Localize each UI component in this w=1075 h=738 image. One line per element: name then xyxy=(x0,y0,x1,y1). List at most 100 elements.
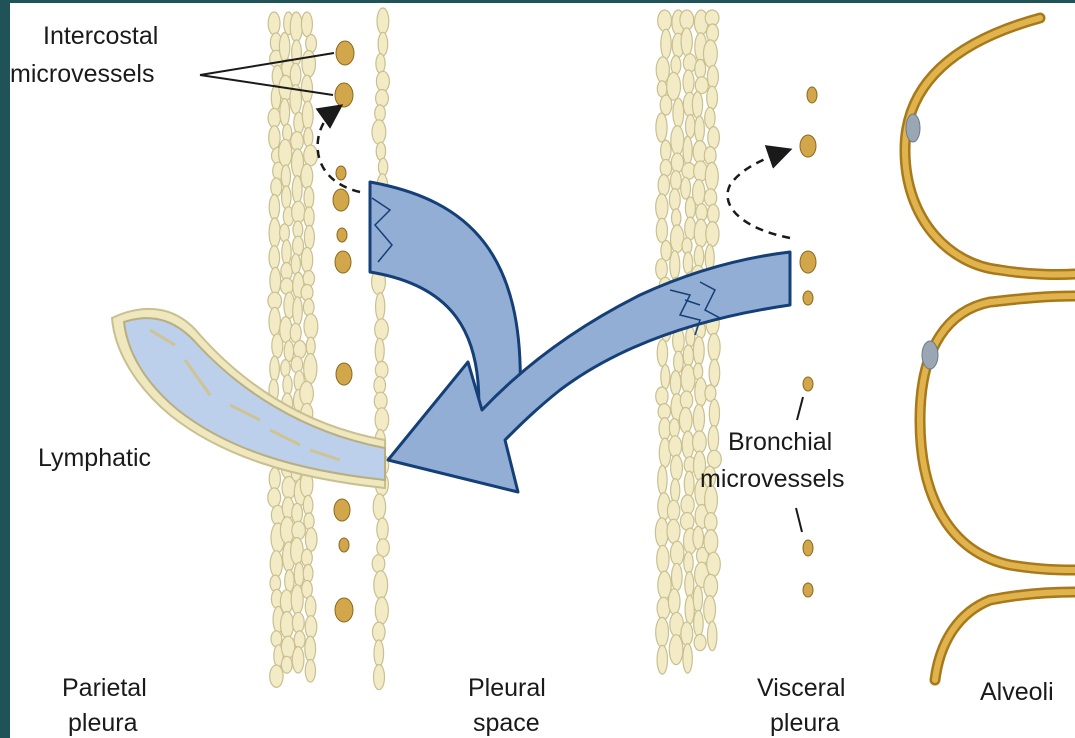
microvessel xyxy=(333,189,349,211)
pleura-cell xyxy=(669,635,683,665)
pleura-cell xyxy=(375,361,388,378)
pleura-cell xyxy=(302,549,313,566)
pleura-cell xyxy=(290,323,301,342)
pleura-cell xyxy=(679,407,692,433)
pleura-cell xyxy=(304,145,318,166)
pleura-cell xyxy=(667,72,681,100)
pleura-cell xyxy=(305,528,317,551)
pleura-cell xyxy=(300,381,314,405)
pleura-cell xyxy=(706,222,719,247)
pleura-cell xyxy=(693,586,702,613)
pleura-cell xyxy=(656,218,667,242)
pleura-cell xyxy=(658,175,669,196)
pleura-cell xyxy=(374,640,384,667)
microvessel xyxy=(803,583,813,597)
pleura-cell xyxy=(372,555,385,573)
pleura-cell xyxy=(680,513,694,531)
pleura-cell xyxy=(693,526,704,549)
pleura-cell xyxy=(671,56,681,75)
pleura-cell xyxy=(707,86,718,109)
pleura-cell xyxy=(268,108,280,127)
pleura-cell xyxy=(268,488,281,507)
pleura-cell xyxy=(293,297,303,326)
pleura-cell xyxy=(302,101,313,129)
pleura-cell xyxy=(375,408,389,432)
pleura-cell xyxy=(708,127,720,149)
pleura-cell xyxy=(269,468,280,490)
pleura-cell xyxy=(682,238,692,254)
pleura-cell xyxy=(303,299,314,316)
pleura-cell xyxy=(301,164,313,189)
pleura-cell xyxy=(304,314,318,339)
microvessel xyxy=(335,598,353,622)
pleura-cell xyxy=(268,12,280,35)
pleura-cell xyxy=(683,644,692,674)
pleura-cell xyxy=(658,465,667,494)
pleura-cell xyxy=(374,571,388,599)
bronchial-label-line2: microvessels xyxy=(700,465,844,493)
pleura-cell xyxy=(708,426,718,453)
pleura-cell xyxy=(280,99,290,127)
pleura-cell xyxy=(303,564,313,582)
pleura-cell xyxy=(269,126,280,150)
pleura-cell xyxy=(301,75,312,103)
pleura-cell xyxy=(682,431,694,459)
pleura-cell xyxy=(694,634,706,650)
pleura-cell xyxy=(377,518,388,541)
bronchial-label-line1: Bronchial xyxy=(728,428,832,456)
pleural-label-line1: Pleural xyxy=(468,674,546,702)
parietal-label-line1: Parietal xyxy=(62,674,147,702)
pleura-cell xyxy=(280,224,290,242)
pleura-cell xyxy=(704,574,718,597)
pleura-cell xyxy=(304,207,314,227)
pleura-cell xyxy=(671,126,684,155)
pleura-cell xyxy=(704,189,716,207)
alveoli-label: Alveoli xyxy=(980,678,1054,706)
pleura-cell xyxy=(290,12,302,42)
pleura-cell xyxy=(671,479,680,503)
microvessel xyxy=(800,251,816,273)
pleura-cell xyxy=(657,645,667,674)
pleura-cell xyxy=(377,8,389,34)
pleura-cell xyxy=(292,503,303,523)
pleura-cell xyxy=(709,399,719,427)
pleura-cell xyxy=(374,377,386,394)
pleura-cell xyxy=(681,622,693,646)
pleura-cell xyxy=(705,107,715,128)
pleura-cell xyxy=(281,165,290,188)
pleura-cell xyxy=(667,500,679,521)
pleura-cell xyxy=(304,128,313,147)
microvessel xyxy=(335,83,353,107)
pleura-cell xyxy=(661,29,671,59)
pleura-cell xyxy=(281,656,292,673)
pleura-cell xyxy=(671,541,684,565)
pleura-cell xyxy=(669,419,679,438)
microvessel xyxy=(800,135,816,157)
visceral-label-line1: Visceral xyxy=(757,674,845,702)
pleura-cell xyxy=(656,113,667,142)
pleura-cell xyxy=(372,120,386,144)
pleura-cell xyxy=(373,494,385,520)
pleura-cell xyxy=(269,218,280,248)
pleura-cell xyxy=(375,319,389,340)
pleura-cell xyxy=(304,354,317,384)
pleura-cell xyxy=(692,92,702,118)
microvessel xyxy=(336,41,354,65)
pleura-cell xyxy=(655,518,668,547)
pleura-cell xyxy=(684,471,694,497)
pleura-cell xyxy=(270,665,283,687)
microvessel xyxy=(337,228,347,242)
pleura-cell xyxy=(302,51,316,78)
pleura-cell xyxy=(704,513,717,532)
pleura-cell xyxy=(279,33,289,62)
pleura-cell xyxy=(305,636,316,661)
pleura-cell xyxy=(282,240,291,265)
pleura-cell xyxy=(269,307,280,335)
pleura-cell xyxy=(672,563,683,590)
pleura-cell xyxy=(669,189,680,211)
pleura-cell xyxy=(707,24,719,42)
pleura-cell xyxy=(681,177,691,199)
visceral-label-line2: pleura xyxy=(770,709,840,737)
pleura-cell xyxy=(269,195,279,220)
